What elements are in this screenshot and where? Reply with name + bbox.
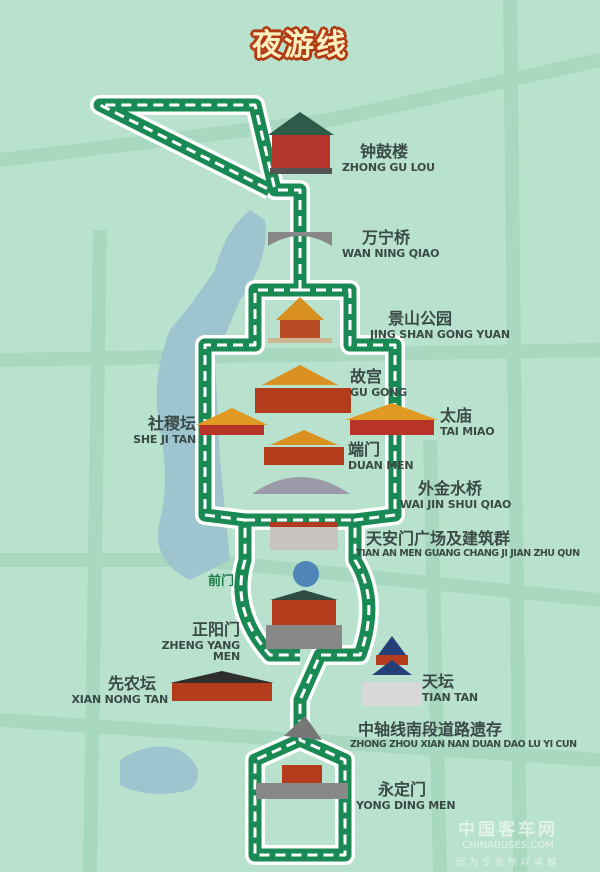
- building-duanmen: [264, 430, 344, 465]
- stop-name: 故宫: [350, 367, 383, 386]
- building-gugong: [255, 365, 351, 413]
- stop-name: 外金水桥: [418, 479, 483, 498]
- stop-pinyin: XIAN NONG TAN: [71, 693, 168, 706]
- stop-name: 景山公园: [388, 309, 453, 328]
- lakes: [120, 210, 266, 794]
- stop-name: 中轴线南段道路遗存: [358, 720, 503, 739]
- stop-pinyin: GU GONG: [350, 386, 408, 399]
- building-yongdingmen: [256, 765, 348, 799]
- building-jinshuiqiao: [252, 477, 350, 494]
- qianmen-marker: [293, 561, 319, 587]
- building-jingshan: [268, 297, 332, 343]
- stop-label-qianmen: 前门: [208, 574, 235, 589]
- building-zhengyangmen: [266, 590, 342, 649]
- stop-name: 永定门: [378, 780, 427, 799]
- building-road-remains: [284, 716, 322, 740]
- stop-name: 社稷坛: [147, 414, 196, 433]
- stop-pinyin: DUAN MEN: [348, 459, 414, 472]
- building-wanningqiao: [268, 232, 332, 246]
- stop-pinyin: ZHONG ZHOU XIAN NAN DUAN DAO LU YI CUN: [350, 739, 577, 750]
- building-tiananmen-square: [270, 522, 338, 550]
- stop-name: 端门: [348, 440, 381, 459]
- stop-pinyin: YONG DING MEN: [356, 799, 456, 812]
- stop-name: 钟鼓楼: [360, 142, 409, 161]
- stop-pinyin: TIAN AN MEN GUANG CHANG JI JIAN ZHU QUN: [356, 548, 580, 559]
- map-title: 夜游线: [252, 28, 348, 63]
- watermark-site: CHINABUSES.COM: [462, 840, 554, 851]
- stop-pinyin: TAI MIAO: [440, 425, 495, 438]
- watermark-slogan: 因为专业所以卓越: [456, 858, 561, 868]
- stop-name: 太庙: [440, 406, 473, 425]
- stop-pinyin: TIAN TAN: [422, 691, 478, 704]
- stop-pinyin: SHE JI TAN: [133, 433, 196, 446]
- watermark: 中国客车网 CHINABUSES.COM 因为专业所以卓越: [456, 815, 560, 868]
- building-xiannongtan: [170, 671, 274, 701]
- building-shejitan: [196, 408, 268, 435]
- stop-pinyin: ZHONG GU LOU: [342, 161, 435, 174]
- building-tiantan: [362, 636, 422, 706]
- watermark-name: 中国客车网: [458, 820, 558, 840]
- stop-name: 天坛: [422, 672, 455, 691]
- building-zhonggulou: [268, 112, 334, 174]
- stop-name: 先农坛: [107, 674, 156, 693]
- stop-name: 天安门广场及建筑群: [366, 529, 511, 548]
- stop-pinyin: WAI JIN SHUI QIAO: [400, 498, 512, 511]
- stop-pinyin: ZHENG YANG MEN: [161, 639, 241, 663]
- stop-pinyin: WAN NING QIAO: [342, 247, 440, 260]
- stop-pinyin: JING SHAN GONG YUAN: [370, 328, 510, 341]
- stop-name: 正阳门: [191, 620, 240, 639]
- stop-name: 万宁桥: [362, 228, 411, 247]
- building-taimiao: [345, 403, 438, 435]
